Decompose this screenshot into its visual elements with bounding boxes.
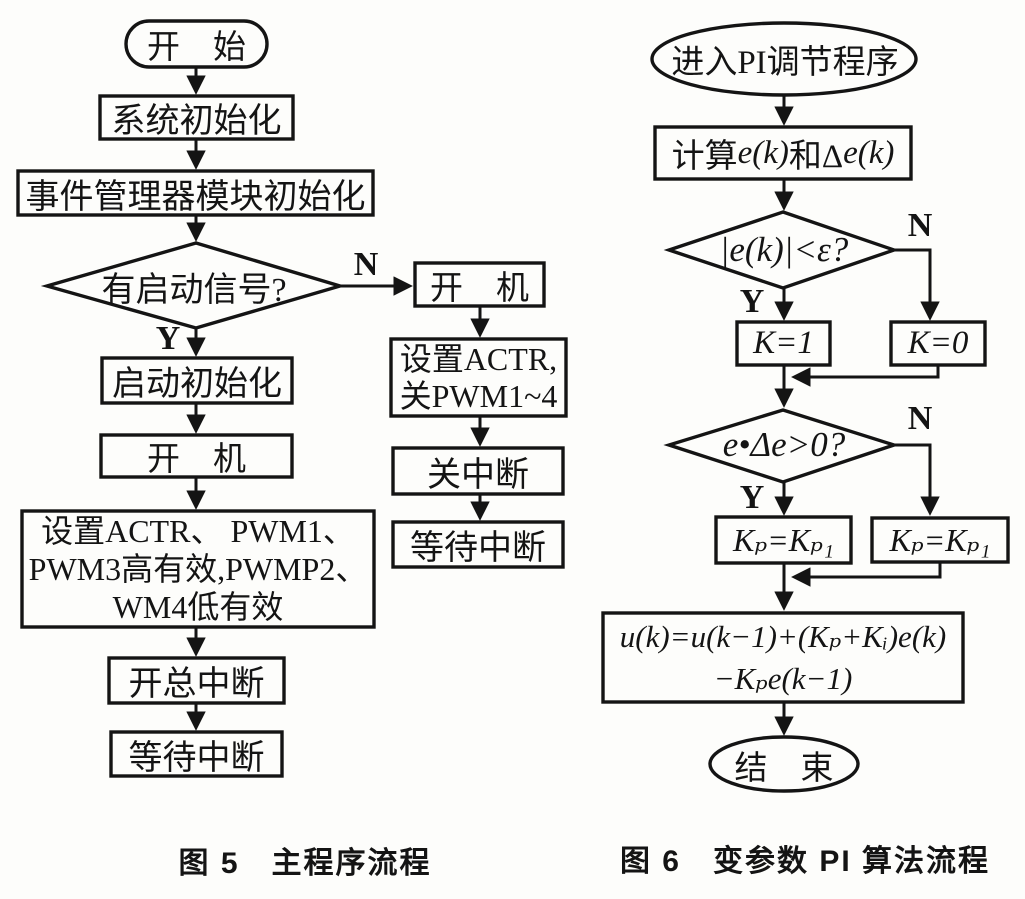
fig6-kp-yes-label: Kₚ=Kₚ₁: [733, 522, 834, 558]
fig6-caption: 图 6 变参数 PI 算法流程: [619, 845, 991, 878]
fig6-calc-f2: e(k): [843, 134, 895, 171]
fig6-calc-mid: 和Δ: [788, 139, 844, 175]
fig5-wait-interrupt-box: [109, 730, 284, 778]
fig5-setup-label: 设置ACTR、 PWM1、 PWM3高有效,PWMP2、 WM4低有效: [22, 511, 374, 627]
fig5-setup-line2: PWM3高有效,PWMP2、: [28, 551, 368, 587]
fig6-formula-label: u(k)=u(k−1)+(Kₚ+Kᵢ)e(k) −Kₚe(k−1): [603, 613, 963, 702]
fig6-k1-label: K=1: [753, 325, 814, 361]
fig5-branch-close-interrupt-box: [391, 446, 565, 496]
fig5-power-on-label: 开 机: [147, 442, 246, 478]
fig6-start-label: 进入PI调节程序: [671, 45, 899, 81]
fig6-kp-no-label: Kₚ=Kₚ₁: [889, 522, 991, 558]
fig6-y2-label: Y: [739, 479, 765, 516]
fig5-start-label: 开 始: [147, 30, 246, 66]
fig5-branch-close-interrupt-label: 关中断: [427, 456, 529, 494]
fig6-end-oval: [708, 735, 860, 793]
fig5-branch-setup-label: 设置ACTR, 关PWM1~4: [391, 339, 566, 416]
fig5-decision-label: 有启动信号?: [101, 271, 287, 309]
fig6-calc-prefix: 计算: [671, 139, 738, 175]
fig6-merge-kp-no: [791, 562, 942, 587]
fig5-sys-init-label: 系统初始化: [111, 103, 282, 140]
fig6-path-decision1-n: [894, 248, 940, 321]
fig6-decision1-label: |e(k)|<ε?: [719, 230, 849, 269]
fig5-branch-setup-line2: 关PWM1~4: [399, 377, 558, 414]
fig5-setup-line1: 设置ACTR、 PWM1、: [41, 513, 355, 549]
fig6-path-decision2-n: [894, 443, 940, 516]
fig5-startup-init-label: 启动初始化: [112, 366, 282, 403]
fig5-branch-power-on-label: 开 机: [430, 270, 529, 307]
fig6-calc-f1: e(k): [737, 134, 789, 171]
fig5-event-init-label: 事件管理器模块初始化: [25, 178, 366, 216]
fig6-formula-line1: u(k)=u(k−1)+(Kₚ+Kᵢ)e(k): [619, 618, 947, 654]
fig6-end-label: 结 束: [734, 750, 834, 787]
fig6-formula-line2: −Kₚe(k−1): [713, 660, 853, 696]
fig5-n-label: N: [353, 246, 379, 283]
fig5-open-interrupt-label: 开总中断: [128, 666, 265, 703]
fig5-branch-wait-interrupt-label: 等待中断: [410, 530, 546, 567]
fig5-setup-line3: WM4低有效: [112, 589, 284, 625]
fig5-setup-box: [20, 509, 376, 629]
fig5-y-label: Y: [155, 320, 181, 357]
fig6-k0-label: K=0: [907, 325, 969, 361]
fig5-caption: 图 5 主程序流程: [178, 847, 432, 880]
fig5-wait-interrupt-label: 等待中断: [128, 739, 265, 777]
fig6-n1-label: N: [907, 207, 933, 244]
fig6-y1-label: Y: [739, 283, 765, 320]
fig5-branch-setup-line1: 设置ACTR,: [399, 340, 558, 377]
fig6-n2-label: N: [907, 400, 933, 437]
fig6-merge-k0: [791, 365, 940, 387]
fig5-branch-wait-interrupt-box: [391, 520, 565, 569]
fig6-decision2-label: e•Δe>0?: [722, 425, 846, 464]
